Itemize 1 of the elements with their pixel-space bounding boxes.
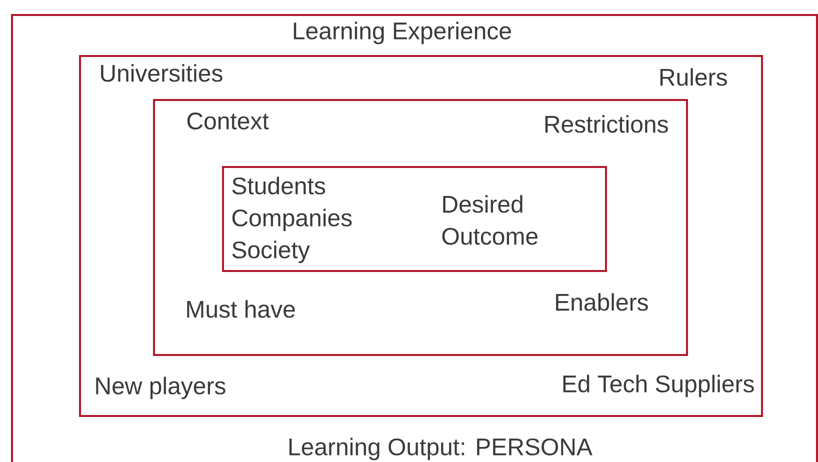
frame-box: Students Companies Society Desired Outcome — [222, 166, 607, 272]
